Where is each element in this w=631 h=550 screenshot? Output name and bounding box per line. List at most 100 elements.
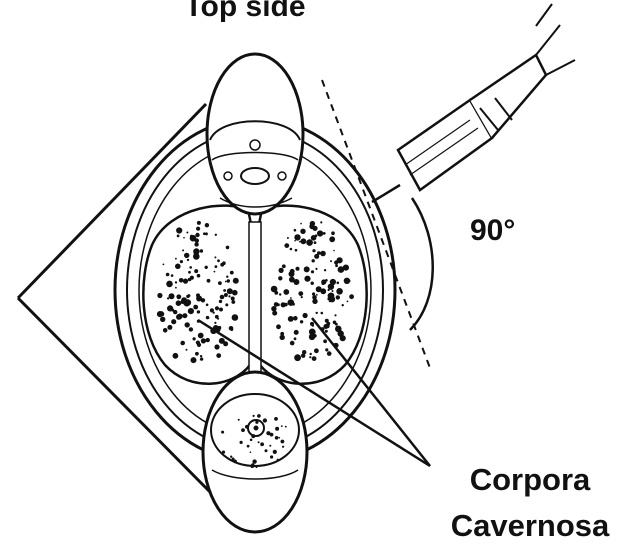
corpora-cavernosa-label-line1: Corpora	[470, 462, 591, 497]
tissue-dot	[163, 328, 168, 333]
tissue-dot	[273, 450, 277, 454]
tissue-dot	[186, 295, 189, 298]
tissue-dot	[337, 282, 340, 285]
tissue-dot	[336, 288, 343, 295]
syringe	[372, 4, 575, 202]
tissue-dot	[217, 259, 220, 262]
tissue-dot	[233, 278, 239, 284]
tissue-dot	[240, 441, 243, 444]
tissue-dot	[312, 295, 317, 300]
tissue-dot	[332, 290, 334, 292]
tissue-dot	[196, 227, 200, 231]
tissue-dot	[176, 314, 182, 320]
tissue-dot	[325, 348, 328, 351]
tissue-dot	[173, 310, 177, 314]
tissue-dot	[343, 265, 349, 271]
tissue-dot	[194, 305, 196, 307]
tissue-dot	[325, 330, 328, 333]
tissue-dot	[282, 446, 284, 448]
tissue-dot	[271, 286, 278, 293]
tissue-dot	[201, 340, 203, 342]
tissue-dot	[194, 252, 196, 254]
tissue-dot	[306, 239, 313, 246]
tissue-dot	[285, 426, 287, 428]
tissue-dot	[256, 466, 258, 468]
tissue-dot	[288, 316, 294, 322]
tissue-dot	[311, 282, 314, 285]
tissue-dot	[167, 305, 173, 311]
tissue-dot	[225, 281, 227, 283]
tissue-dot	[196, 341, 200, 345]
tissue-dot	[167, 325, 172, 330]
tissue-dot	[207, 279, 211, 283]
tissue-dot	[276, 324, 281, 329]
tissue-dot	[315, 234, 318, 237]
tissue-dot	[227, 279, 230, 282]
tissue-dot	[245, 425, 249, 429]
tissue-dot	[188, 308, 194, 314]
tissue-dot	[312, 226, 317, 231]
tissue-dot	[294, 234, 300, 240]
tissue-dot	[321, 279, 326, 284]
tissue-dot	[218, 281, 222, 285]
tissue-dot	[312, 330, 316, 334]
tissue-dot	[197, 221, 201, 225]
tissue-dot	[294, 229, 297, 232]
tissue-dot	[189, 327, 193, 331]
tissue-dot	[260, 442, 264, 446]
tissue-dot	[294, 240, 296, 242]
tissue-dot	[230, 456, 232, 458]
tissue-dot	[323, 339, 327, 343]
tissue-dot	[226, 246, 230, 250]
tissue-dot	[265, 449, 268, 452]
tissue-dot	[333, 250, 335, 252]
tissue-dot	[340, 335, 346, 341]
tissue-dot	[255, 421, 258, 424]
tissue-dot	[213, 312, 215, 314]
tissue-dot	[166, 273, 170, 277]
tissue-dot	[314, 241, 317, 244]
tissue-dot	[250, 439, 253, 442]
tissue-dot	[298, 291, 303, 296]
tissue-dot	[183, 279, 188, 284]
tissue-dot	[293, 316, 298, 321]
tissue-dot	[272, 311, 277, 316]
tissue-dot	[179, 278, 184, 283]
tissue-dot	[225, 303, 228, 306]
tissue-dot	[258, 441, 260, 443]
tissue-dot	[163, 264, 165, 266]
tissue-dot	[205, 266, 208, 269]
tissue-dot	[259, 415, 261, 417]
tissue-dot	[258, 435, 260, 437]
tissue-dot	[205, 223, 209, 227]
tissue-dot	[315, 268, 317, 270]
tissue-dot	[232, 314, 239, 321]
tissue-dot	[281, 425, 283, 427]
tissue-dot	[171, 319, 176, 324]
tissue-dot	[300, 320, 303, 323]
tissue-dot	[216, 353, 221, 358]
tissue-dot	[198, 333, 204, 339]
tissue-dot	[171, 274, 174, 277]
tissue-dot	[194, 269, 198, 273]
tissue-dot	[282, 264, 286, 268]
tissue-dot	[215, 306, 219, 310]
tissue-dot	[221, 431, 224, 434]
tissue-dot	[294, 330, 299, 335]
tissue-dot	[214, 256, 216, 258]
tissue-dot	[335, 264, 338, 267]
tissue-dot	[241, 428, 245, 432]
tissue-dot	[232, 458, 235, 461]
tissue-dot	[309, 356, 311, 358]
tissue-dot	[183, 237, 185, 239]
tissue-dot	[274, 302, 279, 307]
tissue-dot	[348, 280, 351, 283]
tissue-dot	[295, 249, 298, 252]
tissue-dot	[280, 332, 284, 336]
tissue-dot	[253, 415, 255, 417]
tissue-dot	[223, 289, 226, 292]
tissue-dot	[206, 304, 209, 307]
tissue-dot	[331, 231, 335, 235]
tissue-dot	[290, 248, 293, 251]
